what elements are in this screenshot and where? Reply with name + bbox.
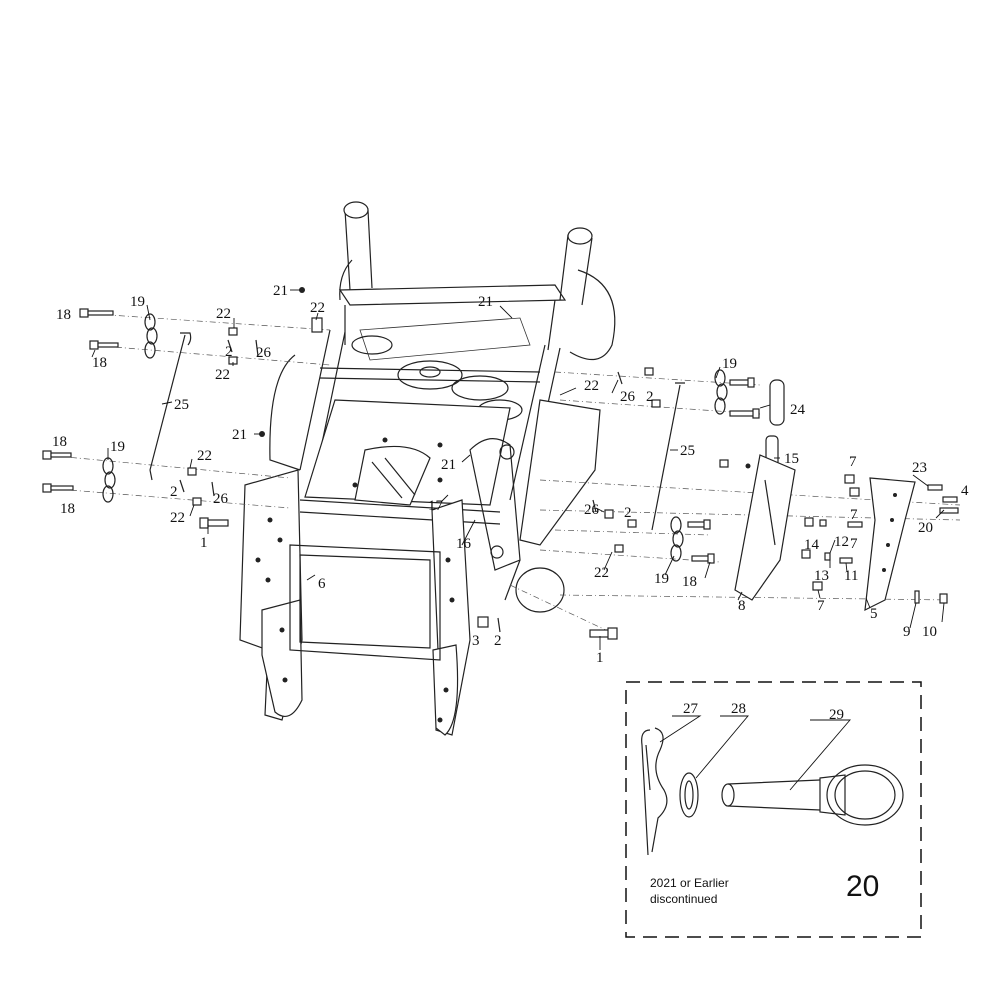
callout-20: 20	[918, 520, 933, 536]
callout-21: 21	[273, 283, 288, 299]
callout-24: 24	[790, 402, 806, 418]
bolt-holes	[255, 437, 455, 723]
callout-22: 22	[594, 565, 609, 581]
callout-18: 18	[56, 307, 71, 323]
callout-2: 2	[170, 484, 178, 500]
callout-19: 19	[722, 356, 737, 372]
left-hardware-group	[42, 287, 331, 529]
chain-19-right-icon	[714, 369, 728, 415]
callout-18: 18	[60, 501, 75, 517]
callout-11: 11	[844, 568, 858, 584]
chain-19-upper-icon	[144, 313, 158, 359]
callout-18: 18	[52, 434, 67, 450]
callout-6: 6	[318, 576, 326, 592]
callout-10: 10	[922, 624, 937, 640]
inset-assembly-number: 20	[846, 870, 879, 903]
callout-26: 26	[213, 491, 229, 507]
callout-15: 15	[784, 451, 799, 467]
inset-border	[625, 681, 922, 938]
callout-19: 19	[130, 294, 145, 310]
callout-25: 25	[680, 443, 695, 459]
callout-7: 7	[817, 598, 825, 614]
callout-21: 21	[232, 427, 247, 443]
callout-14: 14	[804, 537, 820, 553]
callout-labels: 18 19 22 21 22 21 18 2 26 22 25 21 18 19…	[52, 283, 969, 666]
clevis-pin-icon	[721, 764, 904, 826]
callout-21: 21	[441, 457, 456, 473]
inset-callout-29: 29	[829, 707, 844, 723]
callout-1: 1	[596, 650, 604, 666]
callout-22: 22	[216, 306, 231, 322]
callout-7: 7	[849, 454, 857, 470]
callout-19: 19	[654, 571, 669, 587]
callout-25: 25	[174, 397, 189, 413]
callout-2: 2	[494, 633, 502, 649]
callout-23: 23	[912, 460, 927, 476]
callout-18: 18	[92, 355, 107, 371]
callout-19: 19	[110, 439, 125, 455]
callout-4: 4	[961, 483, 969, 499]
callout-7: 7	[850, 536, 858, 552]
callout-22: 22	[170, 510, 185, 526]
chain-19-right-lower-icon	[670, 516, 684, 562]
mower-frame-assembly	[239, 201, 616, 736]
callout-8: 8	[738, 598, 746, 614]
callout-12: 12	[834, 534, 849, 550]
chain-19-lower-icon	[102, 457, 116, 503]
callout-21: 21	[478, 294, 493, 310]
callout-5: 5	[870, 606, 878, 622]
bolt-18-fourth-icon	[42, 483, 74, 493]
callout-9: 9	[903, 624, 911, 640]
callout-7: 7	[850, 507, 858, 523]
inset-callout-28: 28	[731, 701, 746, 717]
washer-icon	[679, 772, 699, 818]
right-hardware-group	[477, 367, 961, 640]
bolt-18-third-icon	[42, 450, 72, 460]
callout-2: 2	[624, 505, 632, 521]
callout-1: 1	[200, 535, 208, 551]
callout-3: 3	[472, 633, 480, 649]
callout-2: 2	[646, 389, 654, 405]
leader-lines	[91, 289, 945, 650]
callout-26: 26	[584, 502, 600, 518]
bolt-18-upper-icon	[79, 308, 114, 318]
inset-callout-27: 27	[683, 701, 699, 717]
callout-2: 2	[225, 344, 233, 360]
callout-22: 22	[310, 300, 325, 316]
hairpin-clip-icon	[641, 727, 668, 856]
inset-assembly-20: 27 28 29 2021 or Earlier discontinued 20	[625, 681, 922, 938]
inset-note-line-1: 2021 or Earlier	[650, 876, 729, 890]
callout-18: 18	[682, 574, 697, 590]
callout-22: 22	[215, 367, 230, 383]
callout-13: 13	[814, 568, 829, 584]
callout-26: 26	[620, 389, 636, 405]
callout-17: 17	[428, 498, 444, 514]
callout-16: 16	[456, 536, 472, 552]
bolt-18-second-icon	[89, 340, 119, 350]
callout-22: 22	[584, 378, 599, 394]
callout-22: 22	[197, 448, 212, 464]
callout-26: 26	[256, 345, 272, 361]
inset-note-line-2: discontinued	[650, 892, 717, 906]
